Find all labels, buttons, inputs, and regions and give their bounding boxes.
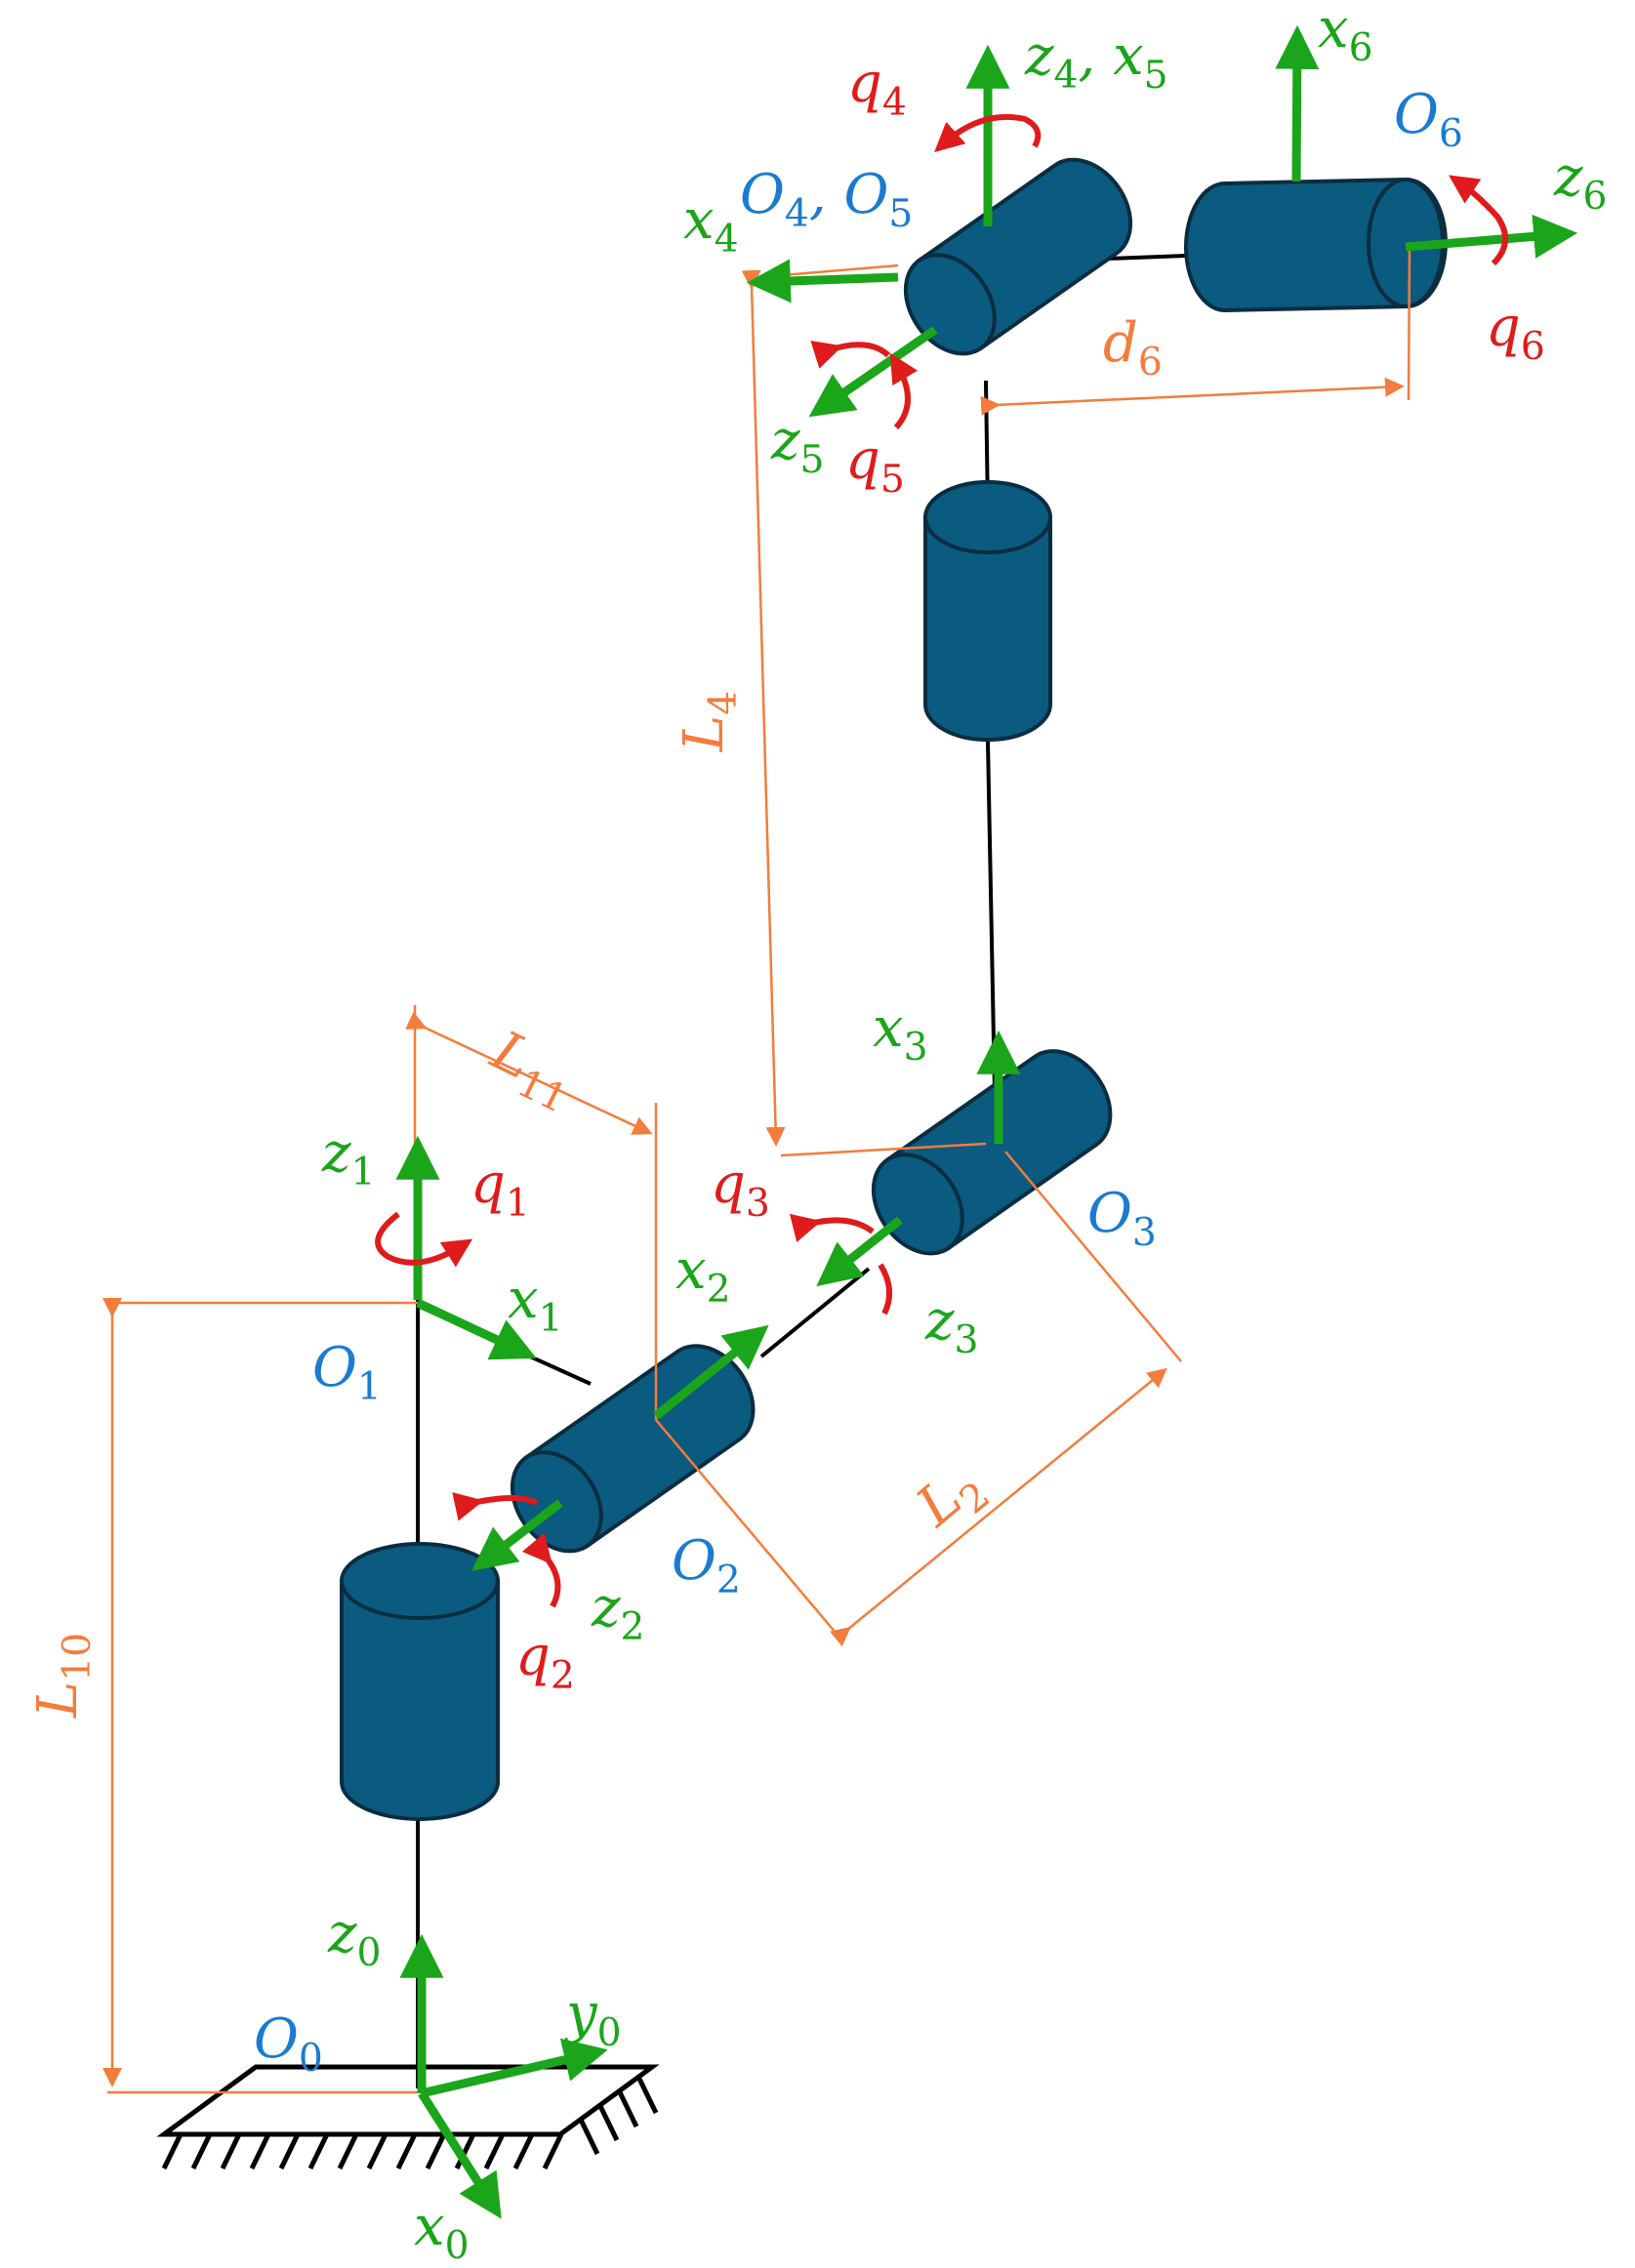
dimension-L2-label: L2: [904, 1451, 999, 1547]
frame-1-z-label: z1: [321, 1121, 375, 1195]
ground-base: [156, 2064, 660, 2170]
frame-0-y-label: y0: [563, 1982, 622, 2055]
frame-0-z-label: z0: [327, 1902, 381, 1975]
frame-0-origin-label: O0: [254, 2007, 323, 2081]
frame-45-z-label: z4, x5: [1024, 24, 1168, 98]
frame-6-origin-label: O6: [1394, 83, 1463, 156]
dimension-L11-label: L11: [477, 1019, 587, 1122]
frame-3-origin-label: O3: [1087, 1182, 1157, 1255]
dimension-L4-label: L4: [673, 691, 746, 752]
joint-cylinder-2: [510, 1344, 756, 1554]
joint-cylinder-1: [340, 1542, 500, 1821]
frame-1-q-label: q1: [470, 1153, 530, 1226]
frame-5-q-label: q5: [845, 428, 905, 502]
dimension-d6-label: d6: [1103, 311, 1163, 385]
frame-45-origin-label: O4, O5: [740, 163, 913, 236]
frame-6-x-label: x6: [1318, 0, 1373, 70]
frame-45-q-label: q4: [847, 52, 907, 125]
dimension-L10-label: L10: [26, 1633, 100, 1719]
frame-1-origin-label: O1: [312, 1336, 382, 1409]
frame-6-q-label: q6: [1486, 296, 1545, 369]
frame-axes: [395, 24, 1578, 2219]
dimension-lines: [102, 248, 1411, 2094]
frame-6-z-label: z6: [1553, 145, 1607, 219]
frame-0-x-label: x0: [414, 2195, 470, 2268]
frame-3-z-label: z3: [924, 1289, 978, 1362]
frame-2-origin-label: O2: [672, 1529, 741, 1602]
frame-3-x-label: x3: [873, 996, 928, 1070]
frame-3-q-label: q3: [711, 1153, 770, 1226]
joint-cylinder-5: [903, 157, 1133, 356]
frame-2-q-label: q2: [515, 1625, 575, 1698]
frame-2-x-label: x2: [675, 1238, 731, 1312]
frame-5-z-label: z5: [770, 409, 824, 482]
joint-rotation-arrows: [375, 113, 1508, 1608]
frame-1-x-label: x1: [508, 1268, 563, 1341]
frame-2-z-label: z2: [591, 1576, 644, 1649]
robot-links: [416, 254, 1187, 2088]
frame-45-x-label: x4: [683, 188, 739, 262]
joint-cylinder-4: [923, 480, 1052, 742]
